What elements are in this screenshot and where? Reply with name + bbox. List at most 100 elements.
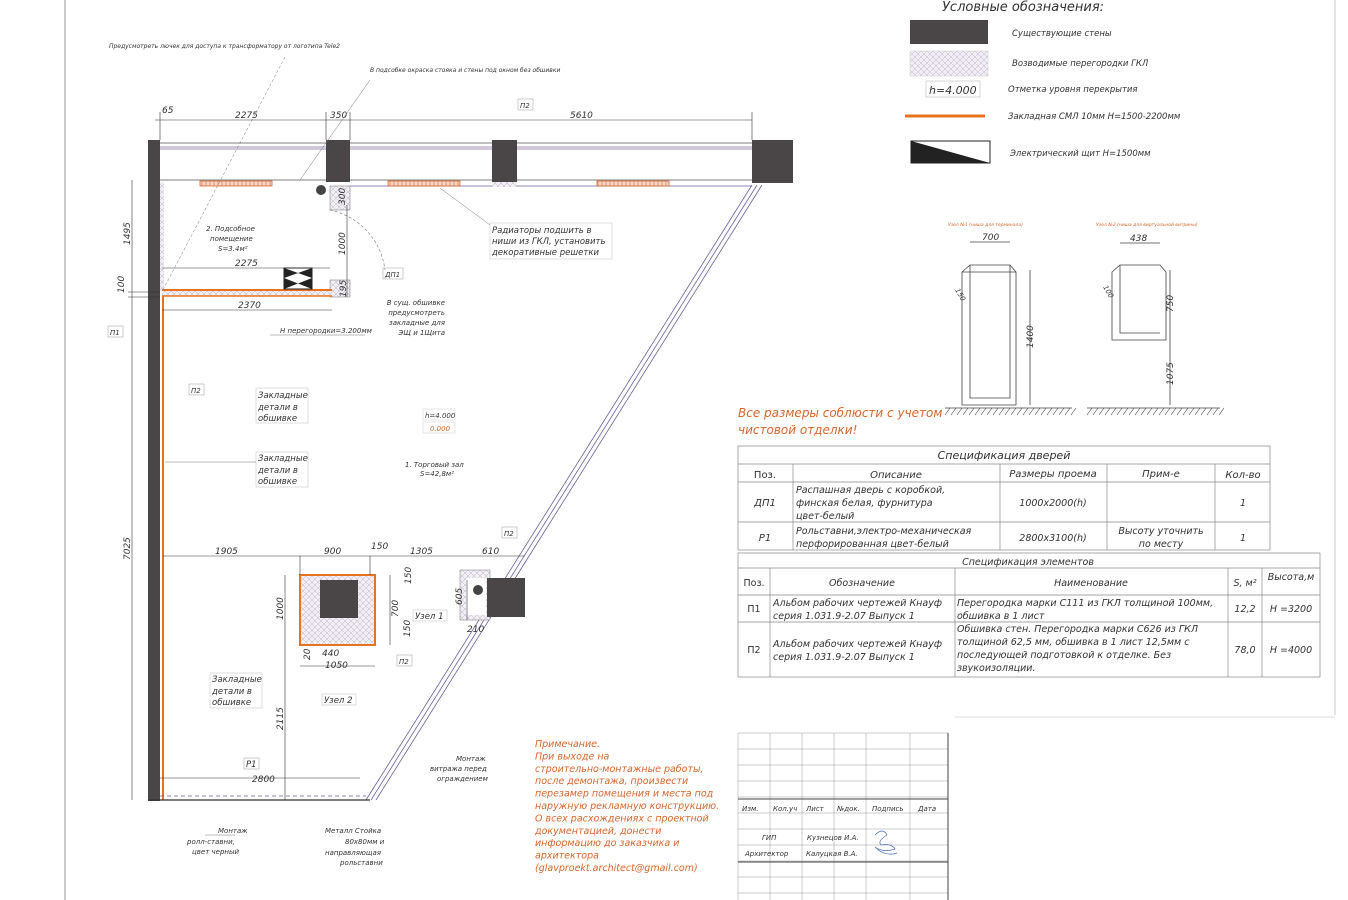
- svg-text:№док.: №док.: [836, 805, 860, 813]
- radiator: [596, 180, 670, 187]
- svg-text:S=42,8м²: S=42,8м²: [420, 470, 454, 478]
- dim-text: 1400: [1026, 325, 1036, 348]
- existing-wall-swatch: [910, 20, 988, 44]
- svg-text:направляющая: направляющая: [325, 849, 381, 857]
- warning-text: Все размеры соблюсти с учетом: [738, 406, 942, 420]
- dim-text: 750: [1166, 295, 1176, 312]
- svg-text:S, м²: S, м²: [1233, 578, 1256, 589]
- node1-title: Узел №1 (ниша для терминала): [948, 222, 1023, 228]
- svg-text:звукоизоляции.: звукоизоляции.: [957, 663, 1035, 674]
- svg-text:ролл-ставни,: ролл-ставни,: [186, 838, 235, 846]
- svg-text:П2: П2: [504, 530, 514, 538]
- radiator: [199, 180, 273, 187]
- dim-text: 440: [322, 649, 339, 659]
- dim-text: 150: [953, 287, 967, 303]
- role: ГИП: [762, 834, 777, 842]
- svg-text:Подпись: Подпись: [872, 805, 904, 813]
- remark-line: строительно-монтажные работы,: [535, 764, 704, 775]
- svg-text:П2: П2: [399, 658, 409, 666]
- svg-text:2800x3100(h): 2800x3100(h): [1019, 533, 1086, 544]
- table-cell: ДП1: [753, 498, 776, 509]
- remark-line: архитектора: [535, 851, 599, 862]
- radiator: [387, 180, 461, 187]
- svg-text:Дата: Дата: [917, 805, 936, 813]
- remark-line: О всех расхождениях с проектной: [535, 813, 709, 824]
- dim-text: 350: [330, 111, 347, 121]
- door-swing: [329, 209, 386, 271]
- svg-text:ДП1: ДП1: [384, 271, 400, 279]
- svg-text:цвет-белый: цвет-белый: [796, 511, 854, 522]
- table-title: Спецификация дверей: [938, 449, 1071, 462]
- dim-text: 210: [467, 625, 484, 635]
- svg-text:детали в: детали в: [257, 466, 298, 476]
- svg-text:по месту: по месту: [1139, 539, 1184, 550]
- svg-text:80х80мм и: 80х80мм и: [345, 838, 385, 846]
- svg-text:Размеры проема: Размеры проема: [1009, 469, 1096, 480]
- dim-text: 2275: [235, 259, 258, 269]
- signature: [874, 830, 898, 855]
- node2-title: Узел №2 (ниша для виртуальной витрины): [1096, 222, 1198, 228]
- dim-text: 150: [371, 542, 388, 552]
- legend: Условные обозначения: Существующие стены…: [905, 0, 1181, 164]
- svg-text:Кол.уч: Кол.уч: [773, 805, 797, 813]
- column-box: [299, 574, 376, 646]
- note-lining: закладные для: [389, 319, 445, 327]
- tags: П1 П2 П2 П2 П2 ДП1 Р1 Узел 1 Узел 2: [107, 98, 534, 770]
- svg-text:обшивке: обшивке: [258, 414, 297, 424]
- note-radiators: Радиаторы подшить в: [492, 226, 592, 236]
- svg-text:П2: П2: [520, 102, 530, 110]
- svg-text:толщиной 62,5 мм, обшивка в 1: толщиной 62,5 мм, обшивка в 1 лист 12,5м…: [957, 637, 1190, 648]
- legend-label: Закладная СМЛ 10мм Н=1500-2200мм: [1008, 112, 1181, 122]
- legend-label: Возводимые перегородки ГКЛ: [1012, 59, 1149, 69]
- dim-text: 7025: [123, 537, 133, 560]
- node-sketches: [945, 241, 1220, 409]
- note-paint: В подсобке окраска стояка и стены под ок…: [370, 67, 560, 74]
- legend-label: Отметка уровня перекрытия: [1008, 85, 1138, 95]
- legend-title: Условные обозначения:: [942, 0, 1104, 15]
- vitrage: [365, 184, 763, 801]
- svg-text:серия 1.031.9-2.07 Выпуск 1: серия 1.031.9-2.07 Выпуск 1: [773, 611, 915, 622]
- dim-text: 65: [162, 106, 174, 116]
- right-column: [459, 569, 525, 621]
- svg-text:цвет черный: цвет черный: [192, 848, 239, 856]
- level-symbol: h=4.000: [929, 84, 977, 97]
- ground-hatching: [944, 407, 1225, 416]
- dim-text: 5610: [570, 111, 593, 121]
- remark-line: При выходе на: [535, 751, 610, 762]
- dim-text: 20: [303, 648, 313, 660]
- svg-text:Узел 2: Узел 2: [324, 696, 352, 706]
- wall-pier: [326, 140, 350, 182]
- remark-line: наружную рекламную конструкцию.: [535, 801, 719, 812]
- remark-line: Примечание.: [535, 739, 600, 750]
- dim-text: 1000: [276, 597, 286, 620]
- svg-text:Прим-е: Прим-е: [1142, 469, 1180, 480]
- plan: [128, 112, 793, 801]
- role: Архитектор: [744, 850, 789, 858]
- svg-text:последующей подготовкой к отде: последующей подготовкой к отделке. Без: [957, 650, 1171, 661]
- dim-text: 1075: [1166, 362, 1176, 385]
- svg-text:Обозначение: Обозначение: [829, 578, 895, 589]
- doors-spec-table: Спецификация дверей Поз. Описание Размер…: [737, 445, 1271, 551]
- elements-spec-table: Спецификация элементов Поз. Обозначение …: [737, 552, 1321, 678]
- dim-text: 700: [982, 233, 999, 243]
- dim-text: 438: [1130, 234, 1147, 244]
- note-rollshutter: Монтаж: [218, 827, 248, 835]
- dim-text: 1050: [325, 661, 348, 671]
- svg-text:S=3.4м²: S=3.4м²: [218, 245, 248, 253]
- remark-line: после демонтажа, произвести: [535, 776, 688, 787]
- svg-text:Н =3200: Н =3200: [1270, 604, 1312, 615]
- remark-line: (glavproekt.architect@gmail.com): [535, 863, 698, 874]
- svg-text:Альбом рабочих чертежей Кнауф: Альбом рабочих чертежей Кнауф: [772, 598, 942, 609]
- room-hall: 1. Торговый зал: [405, 461, 464, 469]
- svg-text:Рольставни,электро-механическа: Рольставни,электро-механическая: [796, 526, 972, 537]
- table-cell: Р1: [759, 533, 771, 544]
- dim-text: 300: [338, 188, 348, 205]
- remark-line: перезамер помещения и места под: [535, 789, 714, 800]
- svg-text:обшивка в 1 лист: обшивка в 1 лист: [957, 611, 1045, 622]
- floor-level-mark: 0.000: [430, 425, 451, 433]
- svg-text:Перегородка марки С111 из ГКЛ: Перегородка марки С111 из ГКЛ толщиной 1…: [957, 598, 1213, 609]
- svg-text:1: 1: [1240, 533, 1246, 544]
- note-radiators: ниши из ГКЛ, установить: [492, 237, 606, 247]
- warning-text: чистовой отделки!: [738, 423, 857, 437]
